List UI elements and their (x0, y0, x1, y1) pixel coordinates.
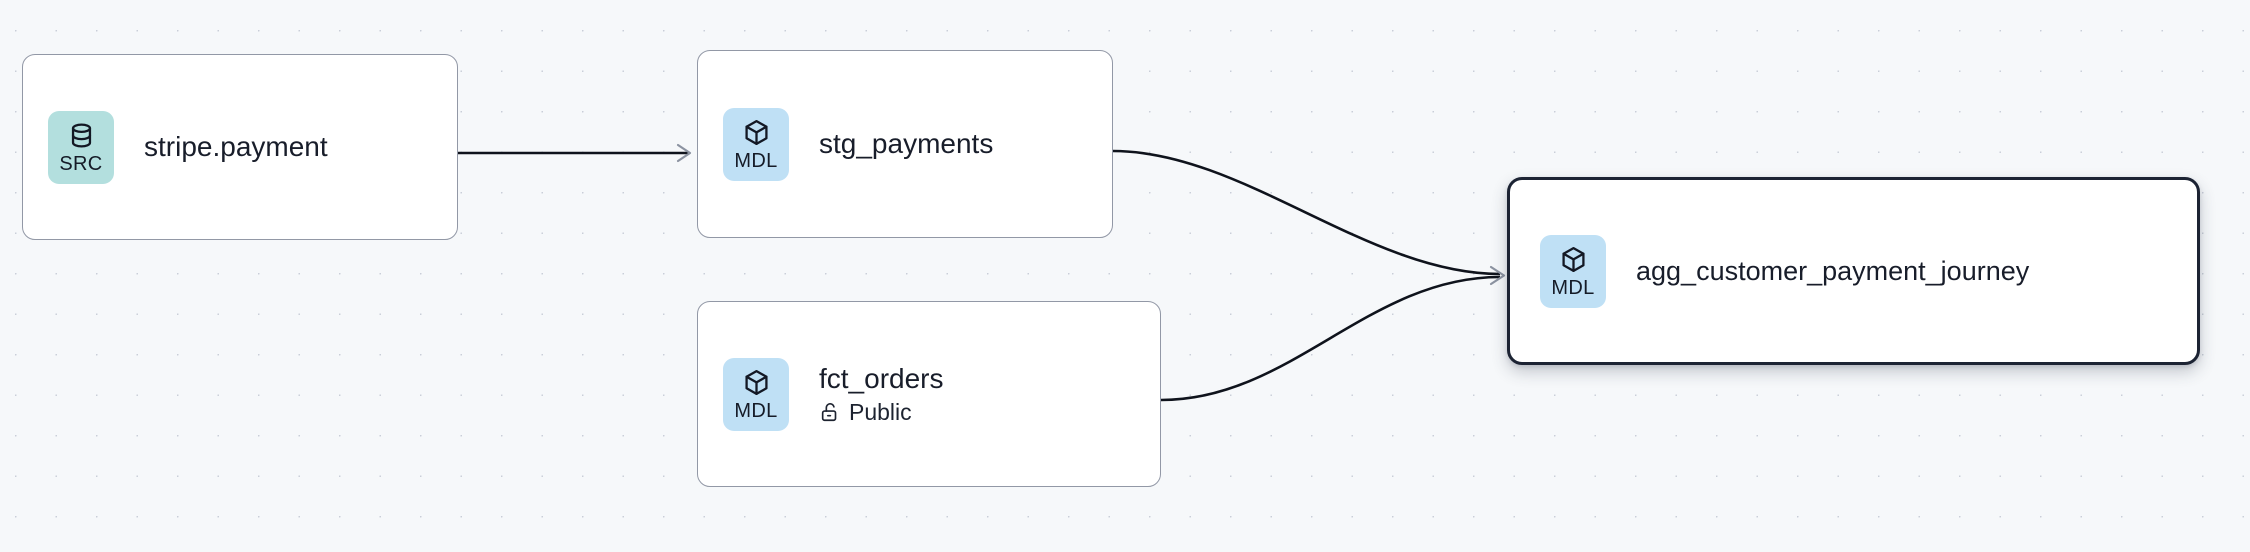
node-title: agg_customer_payment_journey (1636, 255, 2030, 286)
node-fct-orders[interactable]: MDL fct_orders Public (697, 301, 1161, 487)
node-type-badge-mdl: MDL (723, 357, 789, 431)
node-body: fct_orders Public (819, 363, 944, 425)
unlock-icon (819, 401, 841, 423)
node-stg-payments[interactable]: MDL stg_payments (697, 50, 1113, 238)
badge-label: MDL (734, 399, 778, 422)
node-body: stripe.payment (144, 131, 328, 162)
node-agg-customer-payment-journey[interactable]: MDL agg_customer_payment_journey (1507, 177, 2200, 365)
node-type-badge-mdl: MDL (723, 107, 789, 181)
node-title: fct_orders (819, 363, 944, 395)
badge-label: MDL (734, 149, 778, 172)
edge-fct-to-agg (1160, 275, 1501, 402)
edge-stg-to-agg (1112, 149, 1501, 276)
badge-label: MDL (1551, 276, 1595, 299)
badge-label: SRC (59, 152, 103, 175)
node-title: stg_payments (819, 128, 994, 160)
cube-icon (742, 368, 771, 397)
database-icon (67, 121, 96, 150)
node-title: stripe.payment (144, 131, 328, 163)
visibility-label: Public (849, 398, 912, 425)
node-stripe-payment[interactable]: SRC stripe.payment (22, 54, 458, 240)
cube-icon (742, 118, 771, 147)
cube-icon (1559, 245, 1588, 274)
node-type-badge-mdl: MDL (1540, 234, 1606, 308)
node-visibility: Public (819, 398, 944, 425)
node-body: agg_customer_payment_journey (1636, 256, 2029, 286)
arrowhead-icon-src-to-stg (676, 143, 692, 163)
node-body: stg_payments (819, 128, 993, 159)
arrowhead-icon-into-agg (1489, 265, 1506, 286)
node-type-badge-src: SRC (48, 110, 114, 184)
